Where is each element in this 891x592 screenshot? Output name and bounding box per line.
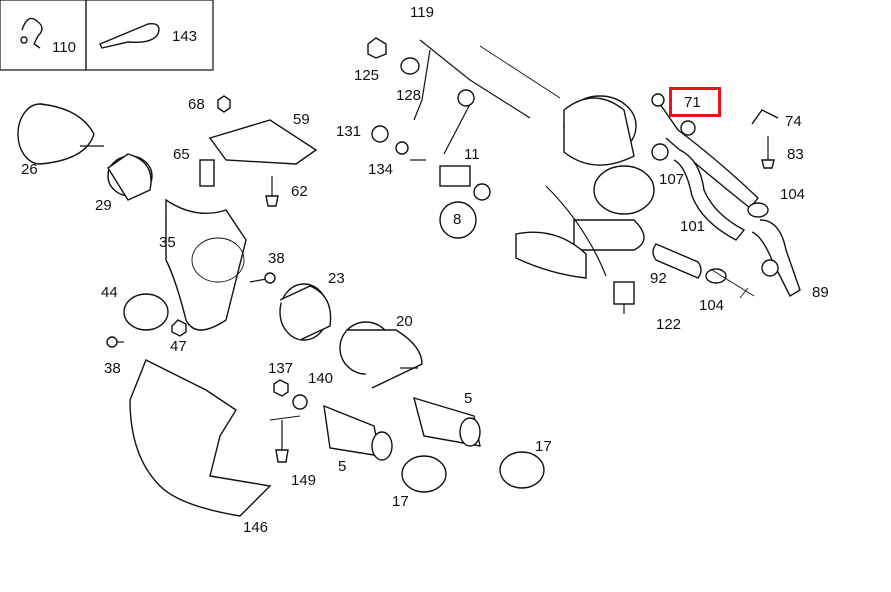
callout-17-right: 17 — [535, 438, 552, 455]
callout-119: 119 — [410, 4, 434, 21]
callout-23: 23 — [328, 270, 345, 287]
callout-65: 65 — [173, 146, 190, 163]
callout-20: 20 — [396, 313, 413, 330]
callout-125: 125 — [354, 67, 380, 84]
callout-104-upper: 104 — [780, 186, 806, 203]
callout-44: 44 — [101, 284, 118, 301]
callout-131: 131 — [336, 123, 362, 140]
callout-68: 68 — [188, 96, 205, 113]
callout-5-right: 5 — [464, 390, 473, 407]
callout-62: 62 — [291, 183, 308, 200]
callout-59: 59 — [293, 111, 310, 128]
callout-83: 83 — [787, 146, 804, 163]
callout-134: 134 — [368, 161, 394, 178]
callout-137: 137 — [268, 360, 294, 377]
callout-101: 101 — [680, 218, 706, 235]
callout-140: 140 — [308, 370, 334, 387]
legend-boxes — [0, 0, 214, 71]
callout-122: 122 — [656, 316, 682, 333]
callout-104-lower: 104 — [699, 297, 725, 314]
callout-8: 8 — [453, 211, 462, 228]
callout-92: 92 — [650, 270, 667, 287]
callout-149: 149 — [291, 472, 317, 489]
callout-74: 74 — [785, 113, 802, 130]
callout-11: 11 — [464, 146, 480, 163]
callout-38-upper: 38 — [268, 250, 285, 267]
callout-38-lower: 38 — [104, 360, 121, 377]
callout-146: 146 — [243, 519, 269, 536]
callout-26: 26 — [21, 161, 38, 178]
callout-71[interactable]: 71 — [684, 94, 701, 111]
callout-128: 128 — [396, 87, 422, 104]
callout-47: 47 — [170, 338, 187, 355]
callout-17-left: 17 — [392, 493, 409, 510]
callout-5-left: 5 — [338, 458, 347, 475]
callout-29: 29 — [95, 197, 112, 214]
highlight-box-71[interactable] — [669, 87, 721, 117]
callout-35: 35 — [159, 234, 176, 251]
callout-110: 110 — [52, 39, 76, 56]
callout-107: 107 — [659, 171, 685, 188]
callout-89: 89 — [812, 284, 829, 301]
callout-143: 143 — [172, 28, 198, 45]
